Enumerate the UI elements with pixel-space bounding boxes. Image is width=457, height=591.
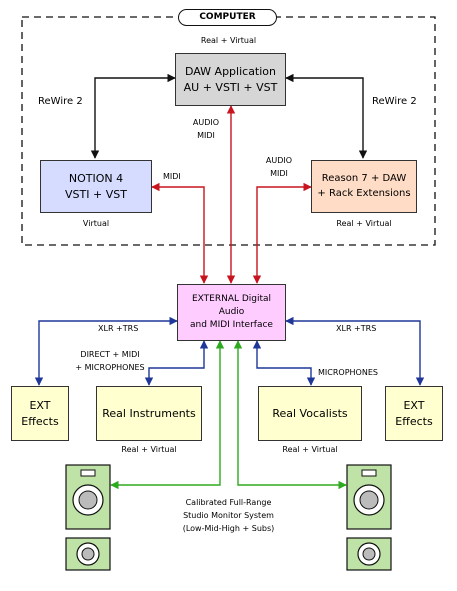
left-speaker-icon (65, 464, 111, 571)
right-speaker-icon (346, 464, 392, 571)
notion-line2: VSTI + VST (65, 187, 127, 201)
monitor-line1: Calibrated Full-Range (185, 498, 272, 507)
computer-title-text: COMPUTER (199, 11, 256, 22)
reason-caption: Real + Virtual (336, 219, 392, 228)
instruments-caption: Real + Virtual (121, 445, 177, 454)
ext-right-line2: Effects (395, 414, 433, 428)
ext-left-line1: EXT (29, 398, 51, 412)
instruments-connector (144, 340, 209, 386)
real-vocalists-box: Real Vocalists (258, 386, 362, 441)
ext-right-line1: EXT (403, 398, 425, 412)
rewire-right-label: ReWire 2 (372, 96, 417, 107)
interface-box: EXTERNAL Digital Audio and MIDI Interfac… (177, 284, 286, 341)
vocalists-label: Real Vocalists (272, 406, 348, 420)
rewire-right-connector (285, 73, 368, 159)
monitor-left-connector (110, 340, 225, 490)
notion-caption: Virtual (82, 219, 110, 228)
direct-midi-label: DIRECT + MIDI + MICROPHONES (70, 349, 150, 375)
microphones-label: MICROPHONES (318, 368, 378, 377)
xlr-left-label: XLR +TRS (98, 324, 139, 333)
daw-application-box: DAW Application AU + VSTI + VST (175, 53, 286, 106)
monitor-line2: Studio Monitor System (183, 510, 274, 520)
vocalists-caption: Real + Virtual (282, 445, 338, 454)
ext-left-line2: Effects (21, 414, 59, 428)
computer-subtitle: Real + Virtual (200, 36, 257, 45)
daw-line1: DAW Application (184, 64, 277, 78)
midi-right: MIDI (270, 168, 288, 178)
interface-line2: and MIDI Interface (190, 320, 273, 331)
reason-line2: + Rack Extensions (317, 187, 411, 199)
midi-center: MIDI (197, 130, 215, 140)
audio-center: AUDIO (192, 118, 220, 127)
reason-line1: Reason 7 + DAW (321, 173, 407, 184)
notion-line1: NOTION 4 (68, 171, 124, 185)
monitor-line3: (Low-Mid-High + Subs) (182, 523, 275, 533)
instruments-label: Real Instruments (102, 406, 196, 420)
midi-left-label: MIDI (163, 172, 181, 181)
vocalists-connector (252, 340, 316, 386)
daw-line2: AU + VSTI + VST (183, 80, 278, 94)
direct-midi-line2: + MICROPHONES (75, 362, 145, 372)
reason-box: Reason 7 + DAW + Rack Extensions (311, 160, 417, 213)
monitor-right-connector (233, 340, 347, 490)
ext-effects-right-box: EXT Effects (385, 386, 443, 441)
monitor-caption: Calibrated Full-Range Studio Monitor Sys… (150, 497, 307, 535)
xlr-left-connector (34, 316, 178, 386)
rewire-left-connector (90, 73, 176, 159)
interface-line1: EXTERNAL Digital Audio (191, 293, 272, 317)
direct-midi-line1: DIRECT + MIDI (80, 350, 140, 359)
xlr-right-connector (285, 316, 425, 386)
audio-midi-center-label: AUDIO MIDI (186, 117, 226, 143)
rewire-left-label: ReWire 2 (38, 96, 83, 107)
computer-title: COMPUTER (178, 9, 277, 26)
xlr-right-label: XLR +TRS (336, 324, 377, 333)
notion-box: NOTION 4 VSTI + VST (40, 160, 152, 213)
ext-effects-left-box: EXT Effects (11, 386, 69, 441)
audio-midi-right-label: AUDIO MIDI (259, 155, 299, 181)
notion-interface-connector (151, 182, 209, 284)
audio-right: AUDIO (265, 156, 293, 165)
reason-interface-connector (252, 182, 312, 284)
real-instruments-box: Real Instruments (96, 386, 202, 441)
